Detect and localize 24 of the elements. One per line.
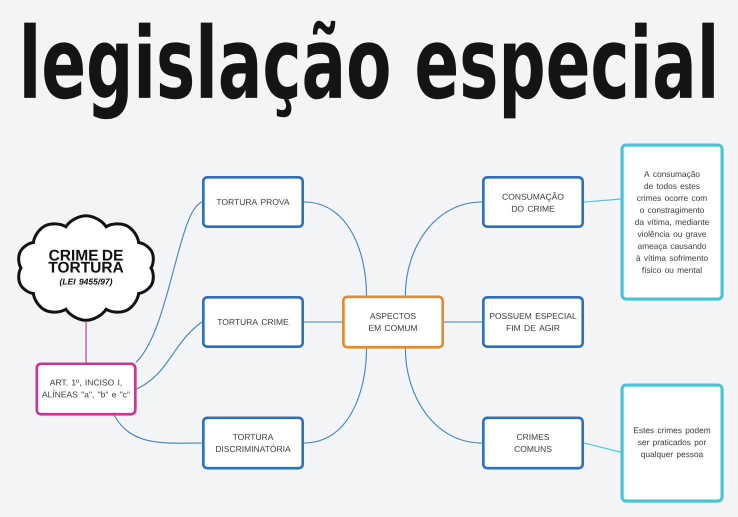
rounded-box: ASPECTOS EM COMUM [342,296,444,348]
cloud: CRIME DE TORTURA (LEI 9455/97) [17,214,155,322]
connector [304,321,342,323]
connector [584,442,621,453]
connector [444,321,482,323]
connector [404,201,482,296]
note-box: A consumação de todos estes crimes ocorre com o constragimento da vítima, mediante violência ou grave ameaça causando à vítima sofrimento físico ou mental [620,144,724,300]
note-box: Estes crimes podem ser praticados por qualquer pessoa [620,384,724,502]
connector [584,198,621,203]
connector [85,322,87,362]
connector [304,348,368,444]
connector [114,415,202,444]
rounded-box: TORTURA CRIME [202,296,304,348]
rounded-box: TORTURA PROVA [202,176,304,228]
rounded-box: POSSUEM ESPECIAL FIM DE AGIR [482,296,584,348]
connector [135,202,202,363]
rounded-box: ART. 1º, INCISO I, ALÍNEAS "a", "b" e "c" [36,362,136,416]
rounded-box: TORTURA DISCRIMINATÓRIA [202,416,304,470]
rounded-box: CONSUMAÇÃO DO CRIME [482,176,584,228]
connector [304,201,368,296]
connector [136,322,202,390]
title: legislação especial [24,20,714,120]
rounded-box: CRIMES COMUNS [482,416,584,470]
connector [404,348,482,444]
